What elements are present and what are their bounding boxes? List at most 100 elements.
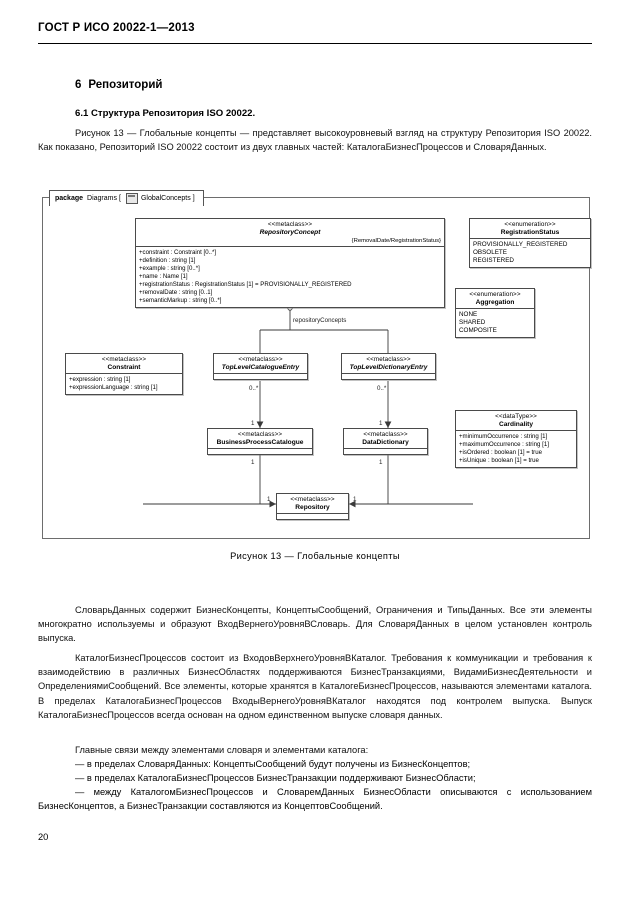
compartment-divider (344, 447, 427, 449)
class-header: <<metaclass>> Constraint (66, 354, 182, 373)
class-header: <<metaclass>> Repository (277, 494, 348, 513)
package-keyword: package (55, 195, 84, 202)
attribute-row: +removalDate : string [0..1] (139, 288, 213, 296)
compartment-divider (214, 372, 307, 374)
paragraph-process-catalogue: КаталогБизнесПроцессов состоит из Входов… (38, 653, 592, 720)
connector-label-repository-concepts: repositoryConcepts (293, 317, 346, 324)
enum-value-row: PROVISIONALLY_REGISTERED (473, 240, 568, 248)
stereotype-label: <<enumeration>> (504, 221, 556, 228)
section-title: Репозиторий (88, 79, 163, 91)
class-name: Repository (295, 503, 330, 511)
enum-value-row: SHARED (459, 318, 486, 326)
class-header: <<dataType>> Cardinality (456, 411, 576, 430)
attribute-row: +example : string [0..*] (139, 264, 200, 272)
uml-class-data-dictionary: <<metaclass>> DataDictionary (343, 428, 428, 455)
class-header: <<metaclass>> TopLevelCatalogueEntry (214, 354, 307, 373)
enum-values-compartment: NONE SHARED COMPOSITE (456, 309, 534, 338)
class-name: Constraint (107, 363, 141, 371)
enum-value-row: NONE (459, 310, 478, 318)
empty-compartment (208, 449, 312, 454)
tagged-values: {RemovalDate/RegistrationStatus} (351, 237, 441, 244)
package-name: GlobalConcepts (140, 195, 191, 202)
attribute-compartment: +minimumOccurrence : string [1] +maximum… (456, 431, 576, 467)
class-header: <<metaclass>> TopLevelDictionaryEntry (342, 354, 435, 373)
enum-value-row: COMPOSITE (459, 326, 497, 334)
stereotype-label: <<metaclass>> (290, 496, 335, 503)
class-name: DataDictionary (362, 438, 409, 446)
compartment-divider (456, 429, 576, 431)
attribute-row: +minimumOccurrence : string [1] (459, 432, 548, 440)
stereotype-label: <<metaclass>> (366, 356, 411, 363)
enum-value-row: OBSOLETE (473, 248, 507, 256)
uml-diagram-figure: package Diagrams [ GlobalConcepts ] repo… (42, 190, 591, 539)
compartment-divider (136, 245, 444, 247)
list-item: — в пределах СловаряДанных: КонцептыСооб… (75, 759, 471, 769)
attribute-row: +name : Name [1] (139, 272, 188, 280)
compartment-divider (277, 512, 348, 514)
header-rule (38, 43, 592, 44)
connector-label-dict-one: 1 (379, 420, 383, 427)
empty-compartment (277, 514, 348, 519)
compartment-divider (456, 307, 534, 309)
stereotype-label: <<metaclass>> (267, 221, 313, 228)
list-item: — между КаталогомБизнесПроцессов и Слова… (38, 787, 592, 812)
connector-label-cat-one: 1 (251, 420, 255, 427)
class-name: TopLevelCatalogueEntry (221, 363, 300, 371)
empty-compartment (214, 374, 307, 379)
attribute-compartment: +expression : string [1] +expressionLang… (66, 374, 182, 394)
attribute-compartment: +constraint : Constraint [0..*] +definit… (136, 247, 444, 307)
attribute-row: +expression : string [1] (69, 375, 131, 383)
attribute-row: +registrationStatus : RegistrationStatus… (139, 280, 352, 288)
stereotype-label: <<enumeration>> (469, 291, 521, 298)
connector-label-dict-many: 0..* (377, 385, 387, 392)
compartment-divider (342, 372, 435, 374)
enum-value-row: REGISTERED (473, 256, 514, 264)
uml-class-repository-concept: <<metaclass>> RepositoryConcept {Removal… (135, 218, 445, 308)
package-path: Diagrams (87, 195, 117, 202)
class-name: TopLevelDictionaryEntry (349, 363, 428, 371)
stereotype-label: <<metaclass>> (363, 431, 408, 438)
section-heading: 6 Репозиторий (75, 79, 162, 91)
compartment-divider (470, 237, 590, 239)
class-name: BusinessProcessCatalogue (216, 438, 304, 446)
uml-datatype-cardinality: <<dataType>> Cardinality +minimumOccurre… (455, 410, 577, 468)
uml-class-constraint: <<metaclass>> Constraint +expression : s… (65, 353, 183, 395)
attribute-row: +semanticMarkup : string [0..*] (139, 296, 222, 304)
connector-label-repo-left-one: 1 (267, 496, 271, 503)
uml-class-top-level-dictionary-entry: <<metaclass>> TopLevelDictionaryEntry (341, 353, 436, 380)
class-header: <<metaclass>> BusinessProcessCatalogue (208, 429, 312, 448)
empty-compartment (344, 449, 427, 454)
attribute-row: +expressionLanguage : string [1] (69, 383, 158, 391)
package-bracket-close: ] (192, 195, 195, 202)
paragraph-data-dictionary: СловарьДанных содержит БизнесКонцепты, К… (38, 605, 592, 644)
paragraph-main-links-intro: Главные связи между элементами словаря и… (75, 745, 369, 755)
class-name: RepositoryConcept (259, 228, 321, 236)
stereotype-label: <<dataType>> (495, 413, 537, 420)
package-tab: package Diagrams [ GlobalConcepts ] (49, 190, 204, 206)
class-header: <<metaclass>> DataDictionary (344, 429, 427, 448)
uml-enum-registration-status: <<enumeration>> RegistrationStatus PROVI… (469, 218, 591, 269)
connector-label-repo-right-one: 1 (353, 496, 357, 503)
uml-class-business-process-catalogue: <<metaclass>> BusinessProcessCatalogue (207, 428, 313, 455)
connector-label-cat-many: 0..* (249, 385, 259, 392)
running-header: ГОСТ Р ИСО 20022-1—2013 (38, 22, 195, 34)
stereotype-label: <<metaclass>> (101, 356, 147, 363)
compartment-divider (208, 447, 312, 449)
attribute-row: +isOrdered : boolean [1] = true (459, 448, 542, 456)
uml-class-top-level-catalogue-entry: <<metaclass>> TopLevelCatalogueEntry (213, 353, 308, 380)
stereotype-label: <<metaclass>> (237, 431, 283, 438)
section-number: 6 (75, 79, 82, 91)
enum-values-compartment: PROVISIONALLY_REGISTERED OBSOLETE REGIST… (470, 239, 590, 268)
page-number: 20 (38, 832, 49, 842)
connector-label-dd-one: 1 (379, 459, 383, 466)
class-name: Aggregation (475, 298, 515, 306)
package-bracket-open: [ (118, 195, 121, 202)
attribute-row: +constraint : Constraint [0..*] (139, 248, 217, 256)
uml-class-repository: <<metaclass>> Repository (276, 493, 349, 520)
diagram-icon (125, 193, 138, 204)
attribute-row: +maximumOccurrence : string [1] (459, 440, 549, 448)
uml-enum-aggregation: <<enumeration>> Aggregation NONE SHARED … (455, 288, 535, 339)
compartment-divider (66, 372, 182, 374)
subsection-heading: 6.1 Структура Репозитория ISO 20022. (75, 108, 256, 119)
